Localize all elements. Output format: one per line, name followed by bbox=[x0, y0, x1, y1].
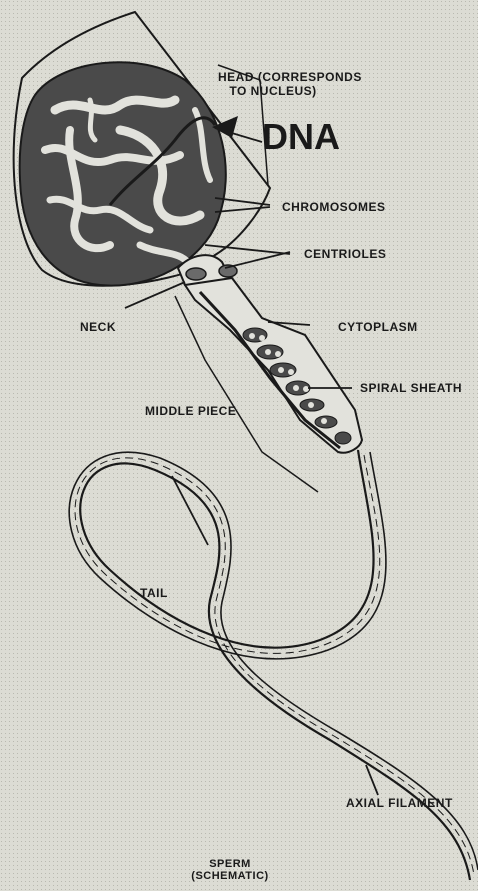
centriole-1 bbox=[186, 268, 206, 280]
chromosomes-label: CHROMOSOMES bbox=[282, 200, 386, 214]
caption-line2: (SCHEMATIC) bbox=[180, 870, 280, 882]
cytoplasm-label: CYTOPLASM bbox=[338, 320, 418, 334]
head-label-line1: HEAD (CORRESPONDS bbox=[218, 70, 328, 84]
head-label-line2: TO NUCLEUS) bbox=[218, 84, 328, 98]
head-label: HEAD (CORRESPONDS TO NUCLEUS) bbox=[218, 70, 328, 98]
axial-filament-label: AXIAL FILAMENT bbox=[346, 796, 453, 810]
caption-line1: SPERM bbox=[180, 858, 280, 870]
tail-label: TAIL bbox=[140, 586, 168, 600]
spiral-sheath-label: SPIRAL SHEATH bbox=[360, 381, 462, 395]
nucleus bbox=[20, 62, 226, 285]
dna-label: DNA bbox=[262, 118, 340, 156]
neck-label: NECK bbox=[80, 320, 116, 334]
caption: SPERM (SCHEMATIC) bbox=[180, 858, 280, 882]
middle-piece-label: MIDDLE PIECE bbox=[145, 404, 236, 418]
centrioles-label: CENTRIOLES bbox=[304, 247, 386, 261]
